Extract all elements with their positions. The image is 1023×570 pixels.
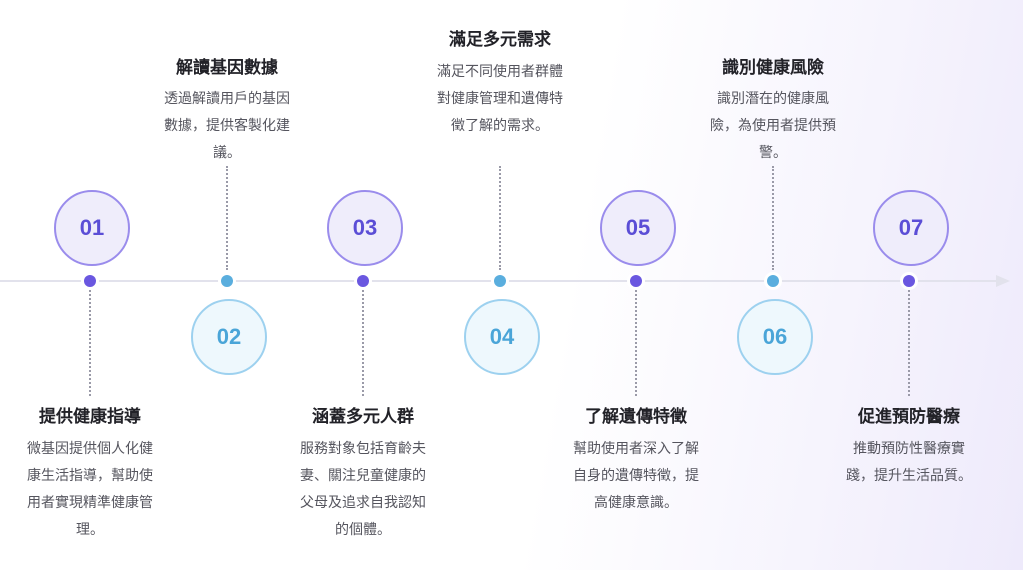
step-07-description: 推動預防性醫療實踐，提升生活品質。 [846, 441, 972, 484]
step-06-dot [767, 275, 779, 287]
step-03-title: 涵蓋多元人群 [312, 407, 414, 427]
step-06-title: 識別健康風險 [722, 58, 824, 78]
step-04-dot [494, 275, 506, 287]
step-07-dot [903, 275, 915, 287]
step-05-description: 幫助使用者深入了解自身的遺傳特徵，提高健康意識。 [573, 441, 699, 511]
step-06-description: 識別潛在的健康風險，為使用者提供預警。 [710, 91, 836, 161]
step-07-connector [908, 290, 910, 396]
step-03-number-circle: 03 [327, 190, 403, 266]
step-07-number-circle: 07 [873, 190, 949, 266]
step-03-number: 03 [352, 215, 378, 240]
step-06-number-circle: 06 [737, 299, 813, 375]
step-05-connector [635, 290, 637, 396]
step-01-number: 01 [79, 215, 105, 240]
step-02-connector [226, 166, 228, 270]
step-05-number: 05 [625, 215, 651, 240]
step-04-number-circle: 04 [464, 299, 540, 375]
step-01-dot [84, 275, 96, 287]
step-01-connector [89, 290, 91, 396]
timeline-arrow-icon [996, 275, 1010, 287]
step-02-dot [221, 275, 233, 287]
step-03-dot [357, 275, 369, 287]
step-04-number: 04 [489, 324, 515, 349]
step-01-number-circle: 01 [54, 190, 130, 266]
step-07-number: 07 [898, 215, 924, 240]
step-01-title: 提供健康指導 [39, 407, 141, 427]
step-05-number-circle: 05 [600, 190, 676, 266]
step-02-number-circle: 02 [191, 299, 267, 375]
step-03-connector [362, 290, 364, 396]
step-02-title: 解讀基因數據 [176, 58, 278, 78]
step-07-title: 促進預防醫療 [858, 407, 960, 427]
step-06-connector [772, 166, 774, 270]
step-04-connector [499, 166, 501, 270]
step-03-description: 服務對象包括育齡夫妻、關注兒童健康的父母及追求自我認知的個體。 [300, 441, 426, 538]
step-06-number: 06 [762, 324, 788, 349]
step-05-title: 了解遺傳特徵 [585, 407, 687, 427]
step-01-description: 微基因提供個人化健康生活指導，幫助使用者實現精準健康管理。 [27, 441, 153, 538]
step-05-dot [630, 275, 642, 287]
step-04-description: 滿足不同使用者群體對健康管理和遺傳特徵了解的需求。 [437, 64, 563, 134]
step-02-description: 透過解讀用戶的基因數據，提供客製化建議。 [164, 91, 290, 161]
step-04-title: 滿足多元需求 [449, 30, 551, 50]
step-02-number: 02 [216, 324, 242, 349]
